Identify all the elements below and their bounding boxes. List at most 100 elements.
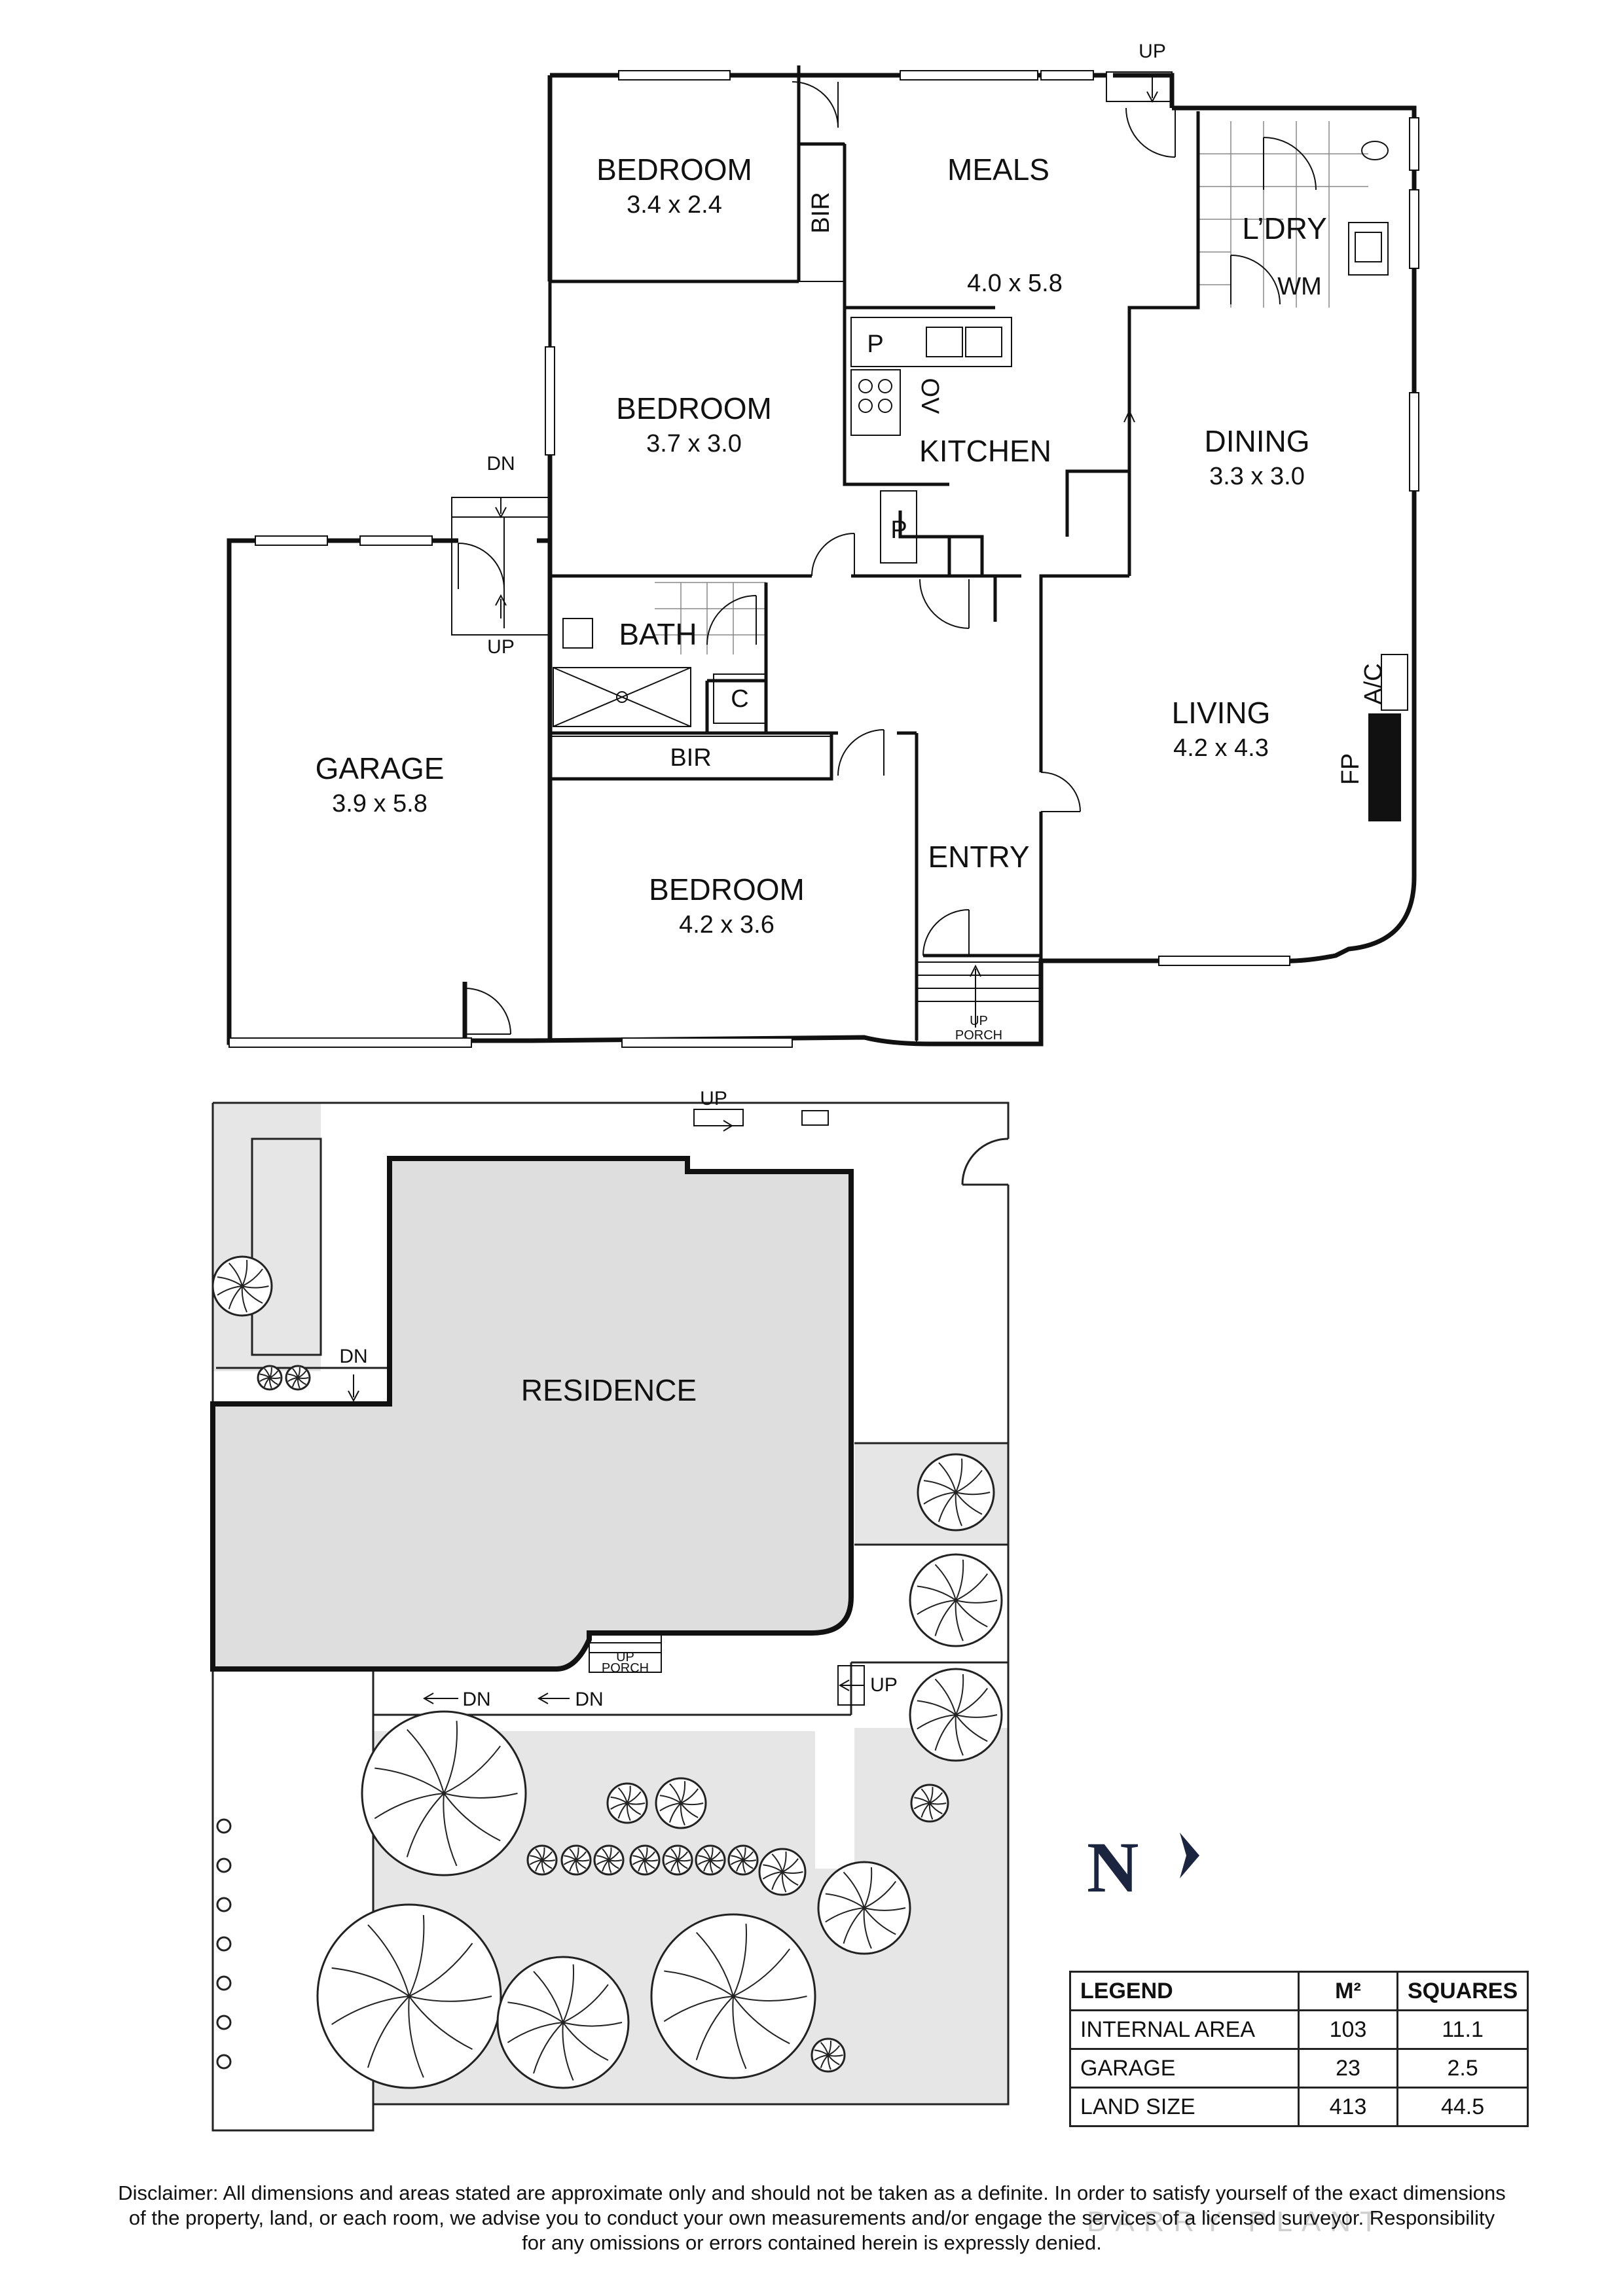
site-dn-left-label: DN	[339, 1346, 367, 1367]
meals-dim: 4.0 x 5.8	[967, 270, 1063, 297]
ac-unit	[1381, 654, 1408, 711]
washing-machine-box	[1348, 222, 1389, 276]
north-letter: N	[1087, 1827, 1139, 1907]
disclaimer-line: Disclaimer: All dimensions and areas sta…	[118, 2181, 1506, 2204]
legend-cell: GARAGE	[1069, 2048, 1300, 2089]
bedroom1-dim: 3.4 x 2.4	[627, 191, 722, 219]
site-porch-up-label: UP	[616, 1650, 634, 1664]
area-legend-table: LEGEND M² SQUARES INTERNAL AREA 103 11.1…	[1069, 1971, 1529, 2127]
step-outlines	[451, 71, 1173, 1045]
bir2-label: BIR	[670, 744, 711, 772]
laundry-label: L’DRY	[1242, 211, 1327, 245]
sink-bowl-2	[965, 327, 1002, 357]
site-rear-step	[693, 1109, 744, 1126]
legend-cell: 413	[1298, 2087, 1398, 2127]
residence-label: RESIDENCE	[521, 1373, 697, 1407]
porch-up-label: UP	[970, 1014, 988, 1028]
legend-header-m2: M²	[1298, 1971, 1398, 2011]
legend-row: INTERNAL AREA 103 11.1	[1069, 2009, 1529, 2050]
dining-dim: 3.3 x 3.0	[1209, 463, 1305, 490]
rear-up-label: UP	[1139, 41, 1166, 62]
tree-symbol	[560, 1844, 592, 1876]
north-arrow-icon	[1179, 1833, 1199, 1878]
garage-label: GARAGE	[316, 751, 445, 785]
tree-symbol	[211, 1255, 273, 1317]
legend-header-legend: LEGEND	[1069, 1971, 1300, 2011]
tree-symbol	[811, 2037, 846, 2073]
kitchen-label: KITCHEN	[919, 434, 1051, 468]
pantry2-label: P	[890, 516, 907, 544]
living-dim: 4.2 x 4.3	[1173, 734, 1269, 762]
legend-cell: 44.5	[1396, 2087, 1529, 2127]
tree-symbol	[285, 1365, 311, 1391]
legend-header-row: LEGEND M² SQUARES	[1069, 1971, 1529, 2011]
site-plan: RESIDENCE UP PORCH UP DN DN DN UP	[210, 1088, 1010, 2132]
north-indicator: N	[1087, 1826, 1203, 1909]
bath-tiles	[655, 582, 766, 655]
tree-symbol	[727, 1844, 759, 1876]
tree-symbol	[629, 1844, 661, 1876]
bedroom3-dim: 4.2 x 3.6	[679, 911, 775, 939]
legend-cell: 11.1	[1396, 2009, 1529, 2050]
stair-arrows	[495, 75, 1158, 1028]
residence-footprint	[210, 1156, 854, 1672]
tree-symbol	[695, 1844, 726, 1876]
living-label: LIVING	[1172, 696, 1271, 730]
disclaimer-line: for any omissions or errors contained he…	[522, 2231, 1102, 2254]
legend-row: LAND SIZE 413 44.5	[1069, 2087, 1529, 2127]
shrub-symbol	[216, 1818, 232, 1834]
bedroom3-label: BEDROOM	[649, 872, 805, 906]
tree-symbol	[650, 1913, 816, 2079]
bir1-box	[798, 143, 845, 282]
vanity-basin	[562, 618, 593, 649]
site-up-right-label: UP	[870, 1674, 898, 1696]
tree-symbol	[910, 1784, 949, 1823]
house-plan: BEDROOM 3.4 x 2.4 BIR MEALS 4.0 x 5.8 L’…	[227, 41, 1419, 1048]
tree-symbol	[526, 1844, 558, 1876]
cupboard-box	[713, 673, 767, 724]
dining-label: DINING	[1205, 424, 1310, 458]
tree-symbol	[593, 1844, 625, 1876]
legend-cell: 2.5	[1396, 2048, 1529, 2089]
ac-label: A/C	[1360, 663, 1387, 704]
garage-dim: 3.9 x 5.8	[332, 790, 428, 817]
trees	[211, 1255, 1003, 2089]
oven-label: OV	[916, 378, 943, 415]
fp-label: FP	[1337, 753, 1364, 785]
shrub-symbol	[216, 2054, 232, 2070]
site-meter	[801, 1110, 829, 1126]
tree-symbol	[917, 1453, 995, 1532]
legend-cell: 103	[1298, 2009, 1398, 2050]
garage-dn-label: DN	[486, 453, 515, 475]
tree-symbol	[909, 1553, 1003, 1647]
paving-left	[213, 1103, 321, 1371]
wm-label: WM	[1277, 273, 1322, 300]
site-arrows	[348, 1120, 864, 1704]
shrub-symbol	[216, 1857, 232, 1873]
toilet	[1361, 141, 1389, 160]
meals-label: MEALS	[947, 152, 1049, 187]
site-dn2-label: DN	[575, 1689, 603, 1710]
shrub-symbol	[216, 2015, 232, 2030]
pantry2-box	[880, 490, 917, 564]
disclaimer-text: Disclaimer: All dimensions and areas sta…	[72, 2181, 1552, 2255]
bath-label: BATH	[619, 617, 697, 651]
tree-symbol	[662, 1844, 693, 1876]
kitchen-bench	[850, 317, 1012, 367]
porch-label: PORCH	[955, 1028, 1002, 1043]
shrub-symbol	[216, 1975, 232, 1991]
bedroom2-label: BEDROOM	[616, 391, 772, 425]
cooktop	[850, 369, 901, 436]
disclaimer-line: of the property, land, or each room, we …	[128, 2206, 1495, 2229]
door-swings	[458, 81, 1317, 1035]
site-porch-label: PORCH	[602, 1661, 649, 1676]
legend-cell: INTERNAL AREA	[1069, 2009, 1300, 2050]
tree-symbol	[361, 1710, 527, 1876]
tree-symbol	[496, 1956, 630, 2089]
bedroom2-dim: 3.7 x 3.0	[646, 430, 742, 457]
rear-step-wall	[1113, 73, 1175, 108]
legend-header-squares: SQUARES	[1396, 1971, 1529, 2011]
tree-symbol	[606, 1782, 648, 1824]
bir1-label: BIR	[807, 192, 835, 233]
